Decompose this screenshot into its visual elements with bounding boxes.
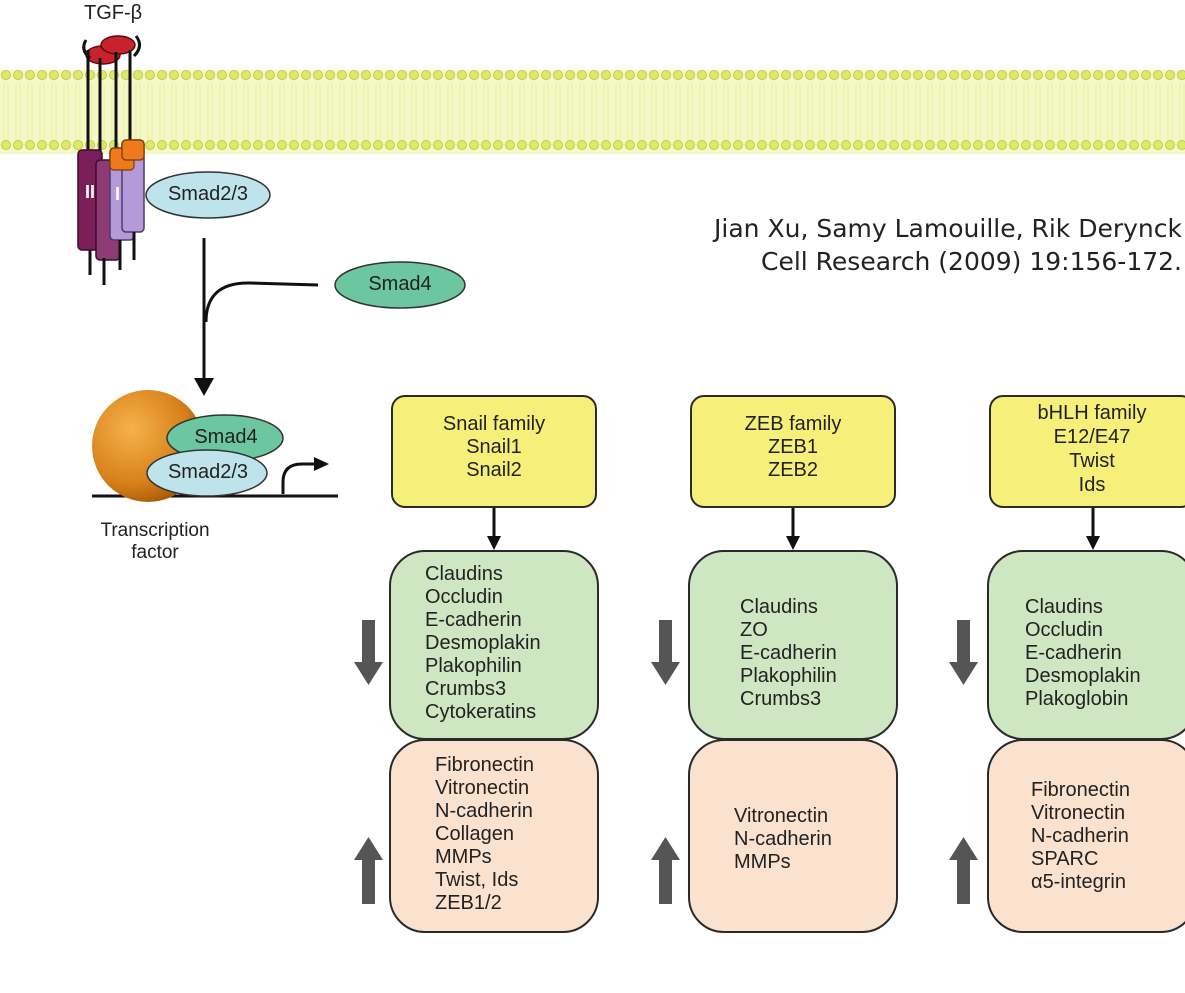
down-gene: Plakoglobin bbox=[1025, 688, 1129, 710]
snail-upregulated-box: Fibronectin Vitronectin N-cadherin Colla… bbox=[389, 739, 599, 933]
family-arrows bbox=[487, 508, 1100, 550]
down-gene: Cytokeratins bbox=[425, 701, 537, 723]
complex-smad4-label: Smad4 bbox=[194, 426, 258, 448]
tgfb-receptor-complex bbox=[77, 35, 145, 285]
family-line: Snail family bbox=[442, 413, 546, 435]
smad23-node bbox=[145, 171, 271, 219]
down-gene: Plakophilin bbox=[425, 655, 522, 677]
bhlh-downregulated-box: Claudins Occludin E-cadherin Desmoplakin… bbox=[987, 550, 1185, 740]
up-gene: α5-integrin bbox=[1031, 871, 1126, 893]
family-line: ZEB1 bbox=[767, 436, 819, 458]
up-gene: Vitronectin bbox=[734, 805, 829, 827]
down-gene: Claudins bbox=[1025, 596, 1103, 618]
down-gene: Occludin bbox=[425, 586, 503, 608]
down-gene: Claudins bbox=[425, 563, 503, 585]
smad4-joining-line bbox=[204, 281, 319, 323]
downregulation-arrows bbox=[354, 620, 978, 685]
tgfb-ligand-label: TGF-β bbox=[84, 2, 143, 24]
family-line: Snail1 bbox=[466, 436, 522, 458]
family-line: Snail2 bbox=[466, 459, 522, 481]
down-gene: E-cadherin bbox=[425, 609, 522, 631]
up-gene: ZEB1/2 bbox=[435, 892, 502, 914]
down-gene: Crumbs3 bbox=[425, 678, 507, 700]
up-gene: MMPs bbox=[734, 851, 791, 873]
down-gene: E-cadherin bbox=[740, 642, 837, 664]
down-gene: Desmoplakin bbox=[425, 632, 541, 654]
receptor-type-ii-label: II bbox=[85, 182, 96, 202]
down-arrow-icon bbox=[949, 620, 978, 685]
cell-membrane bbox=[0, 70, 1185, 154]
snail-family-box: Snail family Snail1 Snail2 bbox=[391, 395, 597, 508]
up-gene: N-cadherin bbox=[734, 828, 832, 850]
transcription-start-arrow bbox=[281, 462, 315, 494]
down-gene: E-cadherin bbox=[1025, 642, 1122, 664]
bhlh-upregulated-box: Fibronectin Vitronectin N-cadherin SPARC… bbox=[987, 739, 1185, 933]
family-line: ZEB family bbox=[744, 413, 842, 435]
citation: Jian Xu, Samy Lamouille, Rik Derynck Cel… bbox=[560, 212, 1182, 278]
down-arrow-icon bbox=[354, 620, 383, 685]
smad4-label: Smad4 bbox=[368, 273, 432, 295]
up-arrow-icon bbox=[651, 837, 680, 904]
down-gene: Occludin bbox=[1025, 619, 1103, 641]
up-gene: Collagen bbox=[435, 823, 514, 845]
family-line: ZEB2 bbox=[767, 459, 819, 481]
family-line: Ids bbox=[1078, 474, 1106, 496]
up-gene: MMPs bbox=[435, 846, 492, 868]
smad23-label: Smad2/3 bbox=[167, 183, 249, 205]
family-line: E12/E47 bbox=[1053, 426, 1131, 448]
zeb-downregulated-box: Claudins ZO E-cadherin Plakophilin Crumb… bbox=[688, 550, 898, 740]
tf-label-line2: factor bbox=[131, 542, 179, 563]
down-arrow-icon bbox=[651, 620, 680, 685]
up-gene: Vitronectin bbox=[435, 777, 530, 799]
up-gene: SPARC bbox=[1031, 848, 1099, 870]
down-gene: Desmoplakin bbox=[1025, 665, 1141, 687]
down-gene: Crumbs3 bbox=[740, 688, 822, 710]
down-gene: ZO bbox=[740, 619, 768, 641]
zeb-family-box: ZEB family ZEB1 ZEB2 bbox=[690, 395, 896, 508]
citation-journal: Cell Research (2009) 19:156-172. bbox=[760, 247, 1182, 276]
receptor-type-i-label: I bbox=[115, 184, 121, 204]
up-gene: N-cadherin bbox=[435, 800, 533, 822]
transcription-complex bbox=[92, 390, 338, 502]
up-gene: Fibronectin bbox=[435, 754, 534, 776]
snail-downregulated-box: Claudins Occludin E-cadherin Desmoplakin… bbox=[389, 550, 599, 740]
complex-smad23-label: Smad2/3 bbox=[167, 461, 249, 483]
down-gene: Plakophilin bbox=[740, 665, 837, 687]
up-gene: Vitronectin bbox=[1031, 802, 1126, 824]
transcription-factor-label: Transcription factor bbox=[70, 520, 240, 564]
up-gene: N-cadherin bbox=[1031, 825, 1129, 847]
smad4-node bbox=[334, 261, 466, 309]
zeb-upregulated-box: Vitronectin N-cadherin MMPs bbox=[688, 739, 898, 933]
family-line: bHLH family bbox=[1037, 402, 1147, 424]
up-gene: Twist, Ids bbox=[435, 869, 519, 891]
bhlh-family-box: bHLH family E12/E47 Twist Ids bbox=[989, 395, 1185, 508]
tf-label-line1: Transcription bbox=[100, 520, 210, 541]
upregulation-arrows bbox=[354, 837, 978, 904]
up-arrow-icon bbox=[354, 837, 383, 904]
up-arrow-icon bbox=[949, 837, 978, 904]
down-gene: Claudins bbox=[740, 596, 818, 618]
up-gene: Fibronectin bbox=[1031, 779, 1130, 801]
family-line: Twist bbox=[1069, 450, 1115, 472]
citation-authors: Jian Xu, Samy Lamouille, Rik Derynck bbox=[714, 214, 1182, 243]
